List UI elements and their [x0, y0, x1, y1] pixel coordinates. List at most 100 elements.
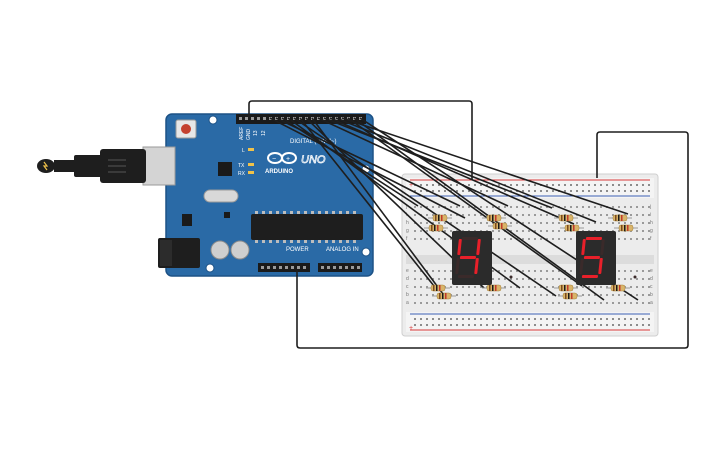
jumper-wires[interactable] [248, 100, 689, 349]
breadboard-hole [558, 238, 560, 240]
resistor[interactable] [560, 224, 584, 232]
breadboard-hole [450, 302, 452, 304]
breadboard-hole [588, 206, 590, 208]
rail-hole [540, 318, 542, 320]
gnd-label: GND [246, 129, 252, 141]
breadboard-hole [468, 294, 470, 296]
breadboard-hole [552, 222, 554, 224]
breadboard-hole [612, 294, 614, 296]
breadboard-hole [468, 206, 470, 208]
breadboard-hole [636, 230, 638, 232]
breadboard-hole [636, 302, 638, 304]
row-letter: g [650, 228, 653, 234]
wire[interactable] [311, 117, 447, 299]
usb-connector[interactable] [37, 146, 176, 186]
breadboard-hole [546, 302, 548, 304]
breadboard-hole [618, 270, 620, 272]
breadboard-hole [510, 238, 512, 240]
rail-hole [510, 318, 512, 320]
chip-pin [290, 211, 293, 214]
rail-hole [438, 324, 440, 326]
breadboard-hole [504, 294, 506, 296]
breadboard-hole [534, 286, 536, 288]
rail-hole [546, 184, 548, 186]
wire[interactable] [317, 117, 509, 207]
header-pin [303, 266, 306, 269]
rail-hole [594, 184, 596, 186]
wire[interactable] [299, 117, 435, 287]
segment-f [457, 239, 462, 255]
chip-pin [283, 240, 286, 243]
breadboard-hole [414, 278, 416, 280]
breadboard-hole [630, 206, 632, 208]
resistor[interactable] [606, 284, 630, 292]
wire[interactable] [335, 117, 597, 223]
header-pin [333, 266, 336, 269]
breadboard-hole [582, 302, 584, 304]
rail-hole [522, 190, 524, 192]
rx-label: RX [238, 171, 246, 177]
rail-hole [588, 184, 590, 186]
rail-hole [540, 190, 542, 192]
row-letter: f [406, 236, 408, 242]
breadboard-hole [594, 286, 596, 288]
rail-hole [588, 190, 590, 192]
breadboard-hole [648, 222, 650, 224]
resistor[interactable] [554, 284, 578, 292]
breadboard-hole [468, 286, 470, 288]
wire[interactable] [341, 117, 629, 215]
breadboard-hole [522, 238, 524, 240]
rail-hole [546, 324, 548, 326]
wire[interactable] [293, 117, 557, 297]
rail-hole [480, 190, 482, 192]
resistor[interactable] [554, 214, 578, 222]
resistors[interactable] [424, 214, 638, 300]
resistor[interactable] [488, 222, 512, 230]
seven-segment-display-right[interactable] [576, 231, 637, 285]
rail-hole [642, 318, 644, 320]
wire-gnd-top-loop[interactable] [248, 100, 473, 180]
wire[interactable] [281, 117, 419, 207]
breadboard-hole [486, 206, 488, 208]
wire[interactable] [353, 117, 605, 301]
rail-hole [564, 184, 566, 186]
seven-segment-display-left[interactable] [452, 231, 513, 285]
rail-hole [606, 184, 608, 186]
rail-hole [576, 318, 578, 320]
reset-button[interactable] [175, 119, 197, 139]
row-letter: f [650, 236, 652, 242]
row-letter: b [650, 292, 653, 298]
resistor[interactable] [426, 284, 450, 292]
rail-hole [498, 318, 500, 320]
breadboard-hole [528, 214, 530, 216]
breadboard-hole [516, 230, 518, 232]
breadboard-hole [540, 206, 542, 208]
resistor[interactable] [428, 214, 452, 222]
wire[interactable] [329, 117, 575, 225]
breadboard-hole [624, 302, 626, 304]
row-letter: e [406, 268, 409, 274]
wire[interactable] [347, 117, 583, 287]
wire-right-loop[interactable] [296, 131, 689, 349]
breadboard-hole [480, 214, 482, 216]
resistor[interactable] [482, 214, 506, 222]
rail-hole [456, 318, 458, 320]
header-pin [279, 266, 282, 269]
breadboard-hole [582, 206, 584, 208]
dc-power-jack[interactable] [158, 238, 200, 268]
breadboard-hole [504, 214, 506, 216]
breadboard-hole [642, 238, 644, 240]
resistor[interactable] [482, 284, 506, 292]
breadboard-hole [534, 214, 536, 216]
resistor[interactable] [614, 224, 638, 232]
breadboard-hole [636, 286, 638, 288]
breadboard-hole [414, 294, 416, 296]
resistor[interactable] [558, 292, 582, 300]
breadboard-hole [534, 270, 536, 272]
resistor[interactable] [432, 292, 456, 300]
wire[interactable] [323, 117, 553, 209]
resistor[interactable] [424, 224, 448, 232]
breadboard-hole [624, 270, 626, 272]
resistor[interactable] [608, 214, 632, 222]
